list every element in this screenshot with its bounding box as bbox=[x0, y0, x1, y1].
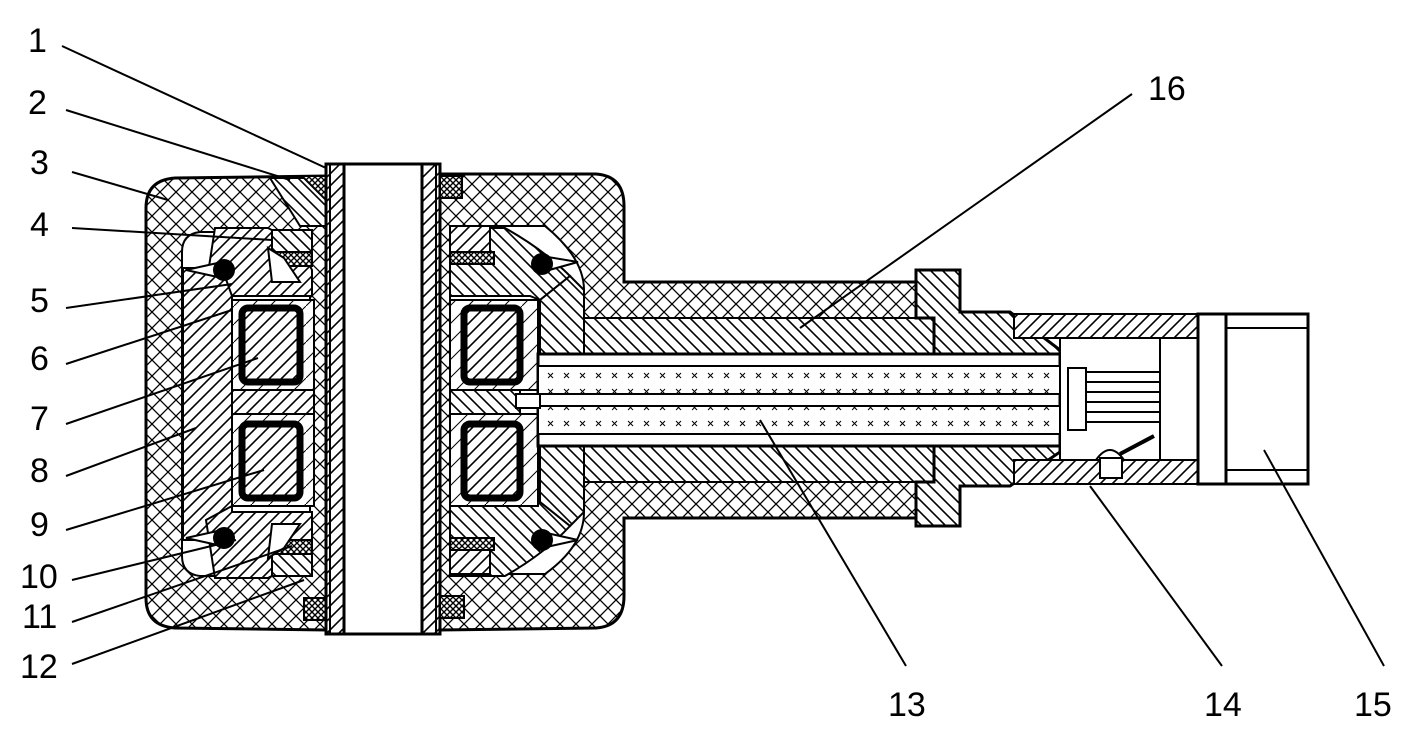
left-coil-lower bbox=[231, 413, 315, 507]
connector-pins bbox=[1086, 371, 1160, 423]
inner-spindle bbox=[515, 352, 1069, 448]
left-lower-seal bbox=[266, 523, 313, 577]
callout-10: 10 bbox=[20, 558, 58, 596]
right-center-web bbox=[449, 389, 521, 415]
left-upper-ball bbox=[185, 259, 235, 281]
callout-2: 2 bbox=[28, 84, 47, 122]
connector-assembly bbox=[1013, 312, 1310, 486]
right-coil-lower bbox=[449, 413, 539, 507]
callout-4: 4 bbox=[30, 206, 49, 244]
callout-8: 8 bbox=[30, 452, 49, 490]
right-upper-ball bbox=[531, 253, 579, 275]
locking-pawl bbox=[1094, 434, 1155, 479]
callout-9: 9 bbox=[30, 506, 49, 544]
callout-3: 3 bbox=[30, 144, 49, 182]
callout-7: 7 bbox=[30, 400, 49, 438]
callout-labels: 1 2 3 4 5 6 7 8 9 10 11 12 13 14 15 16 bbox=[20, 22, 1392, 724]
callout-14: 14 bbox=[1204, 686, 1242, 724]
right-lower-seal bbox=[449, 537, 495, 575]
central-shaft bbox=[324, 162, 442, 636]
right-upper-seal bbox=[449, 225, 495, 265]
right-bottom-seal-block bbox=[439, 595, 465, 619]
left-center-web bbox=[231, 389, 315, 415]
callout-1: 1 bbox=[28, 22, 47, 60]
callout-6: 6 bbox=[30, 340, 49, 378]
right-top-seal-block bbox=[439, 175, 463, 199]
callout-5: 5 bbox=[30, 282, 49, 320]
right-coil-upper bbox=[449, 299, 539, 391]
callout-15: 15 bbox=[1354, 686, 1392, 724]
callout-16: 16 bbox=[1148, 70, 1186, 108]
left-coil-upper bbox=[231, 299, 315, 391]
callout-11: 11 bbox=[22, 598, 57, 636]
callout-13: 13 bbox=[888, 686, 926, 724]
callout-12: 12 bbox=[20, 648, 58, 686]
leader-lines bbox=[61, 45, 1385, 667]
right-lower-ball bbox=[531, 529, 579, 551]
left-upper-seal bbox=[266, 229, 313, 283]
